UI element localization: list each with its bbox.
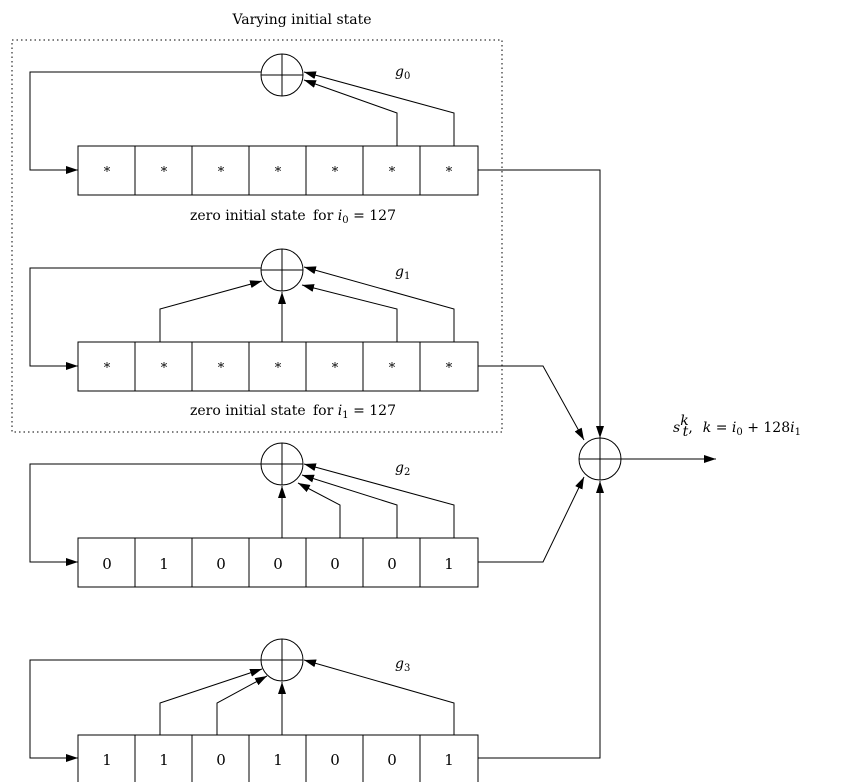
- register-g3-box: [77, 734, 479, 782]
- register-g2-poly-label: g2: [395, 460, 410, 478]
- register-g1-cell: *: [446, 361, 453, 376]
- register-g0-note-condition: for i0 = 127: [313, 208, 396, 226]
- combiner-xor: [578, 437, 622, 481]
- register-g2-tap: [303, 463, 455, 538]
- register-g3-cell: 0: [387, 751, 397, 769]
- register-g0: * * * * * * * g0 zero initial state for …: [29, 53, 604, 438]
- register-g0-cell: *: [332, 165, 339, 180]
- register-g0-cell: *: [389, 165, 396, 180]
- register-g3-feedback: [29, 659, 261, 762]
- register-g3-cell: 1: [273, 751, 283, 769]
- register-g1-cell: *: [389, 361, 396, 376]
- register-g1-tap: [303, 266, 455, 342]
- register-g2-feedback: [29, 463, 261, 566]
- register-g3-cell: 0: [216, 751, 226, 769]
- register-g0-cell: *: [161, 165, 168, 180]
- register-g2-tap: [297, 482, 341, 538]
- register-g3-cell: 0: [330, 751, 340, 769]
- register-g1: * * * * * * * g1 zero initial state for …: [29, 248, 585, 441]
- register-g0-output: [478, 169, 604, 438]
- register-g2-cell: 0: [273, 555, 283, 573]
- register-g1-cell: *: [275, 361, 282, 376]
- register-g1-feedback: [29, 267, 261, 370]
- register-g0-cell: *: [446, 165, 453, 180]
- register-g3-tap: [216, 675, 268, 735]
- register-g1-tap: [159, 280, 263, 342]
- register-g2: 0 1 0 0 0 0 1 g2: [29, 442, 585, 588]
- register-g0-poly-label: g0: [395, 64, 410, 82]
- register-g2-cell: 0: [216, 555, 226, 573]
- register-g1-note-condition: for i1 = 127: [313, 403, 396, 421]
- register-g0-tap: [303, 71, 455, 146]
- register-g2-cell: 1: [444, 555, 454, 573]
- register-g3-poly-label: g3: [395, 656, 410, 674]
- register-g0-cell: *: [104, 165, 111, 180]
- register-g1-note: zero initial state: [190, 403, 306, 419]
- register-g2-cell: 0: [330, 555, 340, 573]
- register-g0-cell: *: [275, 165, 282, 180]
- register-g3-tap: [159, 668, 263, 735]
- register-g1-cell: *: [332, 361, 339, 376]
- register-g0-feedback: [29, 71, 261, 174]
- register-g3-tap: [303, 659, 455, 735]
- register-g1-output: [478, 365, 585, 441]
- register-g1-cell: *: [104, 361, 111, 376]
- register-g3-cell: 1: [159, 751, 169, 769]
- register-g2-cell: 1: [159, 555, 169, 573]
- register-g3-output: [478, 481, 604, 759]
- register-g1-cell: *: [161, 361, 168, 376]
- register-g2-output: [478, 476, 585, 563]
- register-g3: 1 1 0 1 0 0 1 g3: [29, 481, 604, 782]
- register-g3-cell: 1: [102, 751, 112, 769]
- register-g1-cell: *: [218, 361, 225, 376]
- register-g1-tap: [301, 284, 398, 342]
- register-g0-note: zero initial state: [190, 208, 306, 224]
- register-g0-cell: *: [218, 165, 225, 180]
- diagram-title: Varying initial state: [231, 12, 371, 28]
- register-g0-tap: [303, 79, 398, 146]
- register-g1-poly-label: g1: [395, 264, 410, 282]
- register-g2-cell: 0: [387, 555, 397, 573]
- varying-state-group-box: [11, 39, 503, 433]
- register-g2-cell: 0: [102, 555, 112, 573]
- register-g2-tap: [301, 474, 398, 538]
- register-g3-cell: 1: [444, 751, 454, 769]
